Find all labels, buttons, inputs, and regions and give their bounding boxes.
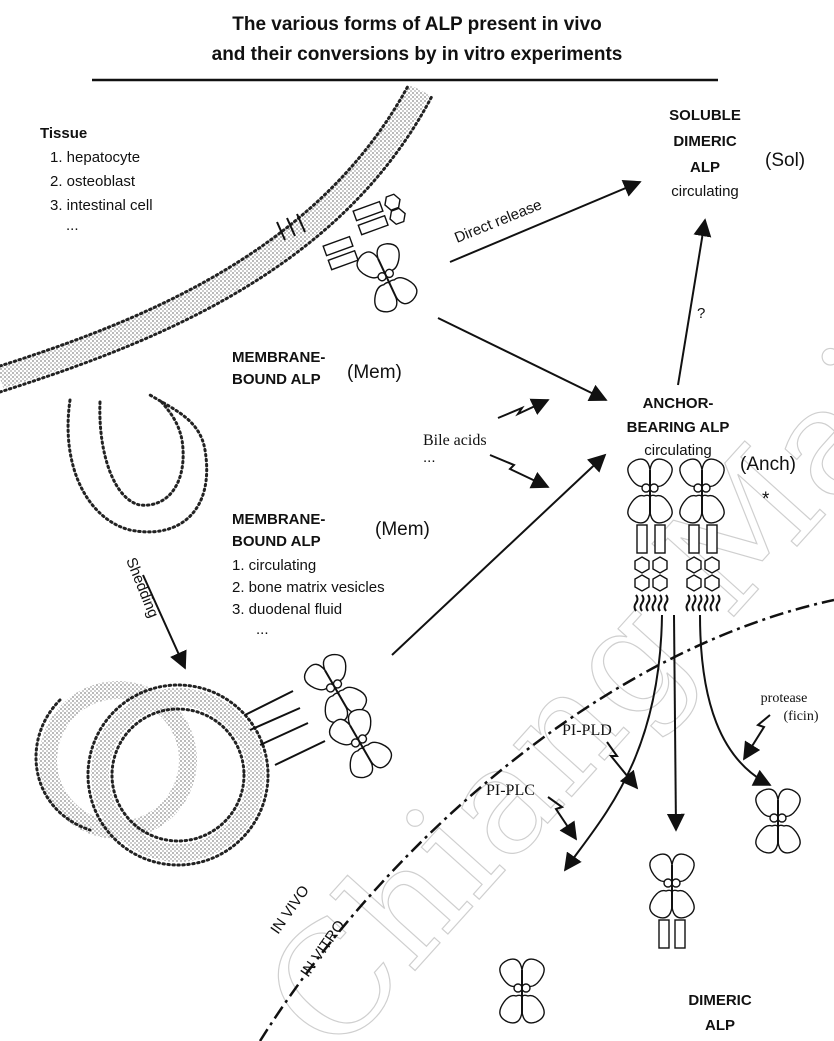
tissue-item-2: 2. osteoblast — [50, 173, 136, 190]
dimeric-alp-glyph-plc — [500, 959, 544, 1023]
mem-bottom-item-3: 3. duodenal fluid — [232, 601, 342, 618]
dimeric-line-1: DIMERIC — [688, 992, 752, 1009]
ficin-label: (ficin) — [784, 709, 819, 724]
protease-label: protease — [761, 691, 808, 706]
tissue-item-more: ... — [66, 217, 79, 234]
sol-line-4: circulating — [671, 183, 739, 200]
title-line-1: The various forms of ALP present in vivo — [232, 14, 602, 35]
tissue-item-3: 3. intestinal cell — [50, 197, 153, 214]
mem-top-line-2: BOUND ALP — [232, 371, 321, 388]
mem-to-anch-arrow — [438, 318, 606, 400]
sol-line-1: SOLUBLE — [669, 107, 741, 124]
bile-acid-lightning-down — [490, 455, 548, 487]
mem-top-line-1: MEMBRANE- — [232, 349, 325, 366]
sol-line-3: ALP — [690, 159, 720, 176]
mem-bottom-item-more: ... — [256, 621, 269, 638]
tissue-heading: Tissue — [40, 125, 87, 142]
tissue-item-1: 1. hepatocyte — [50, 149, 140, 166]
anch-asterisk: * — [762, 489, 770, 510]
mem-bottom-item-2: 2. bone matrix vesicles — [232, 579, 385, 596]
dimeric-alp-glyph-ficin — [756, 789, 800, 853]
membrane-bound-alp-top-glyph — [277, 193, 421, 316]
dimeric-alp-glyph-pld — [650, 854, 694, 948]
question-label: ? — [697, 305, 705, 322]
pi-plc-label: PI-PLC — [486, 782, 535, 799]
shedding-label: Shedding — [122, 555, 162, 620]
bile-acids-label: Bile acids — [423, 432, 487, 449]
anch-abbr: (Anch) — [740, 454, 796, 475]
shed-vesicle — [36, 685, 268, 865]
pi-pld-label: PI-PLD — [562, 722, 612, 739]
protease-lightning — [744, 715, 770, 759]
sol-line-2: DIMERIC — [673, 133, 737, 150]
mem-bottom-line-1: MEMBRANE- — [232, 511, 325, 528]
bile-acids-more: ... — [423, 449, 436, 466]
mem-top-abbr: (Mem) — [347, 362, 402, 383]
anch-line-3: circulating — [644, 442, 712, 459]
mem-bottom-item-1: 1. circulating — [232, 557, 316, 574]
sol-abbr: (Sol) — [765, 150, 805, 171]
mem-bottom-abbr: (Mem) — [375, 519, 430, 540]
mem-bottom-line-2: BOUND ALP — [232, 533, 321, 550]
dimeric-line-2: ALP — [705, 1017, 735, 1034]
anch-line-2: BEARING ALP — [627, 419, 730, 436]
anch-line-1: ANCHOR- — [643, 395, 714, 412]
direct-release-label: Direct release — [452, 196, 544, 246]
anch-to-sol-arrow — [678, 220, 705, 385]
title-line-2: and their conversions by in vitro experi… — [212, 44, 623, 65]
bile-acid-lightning-up — [498, 400, 548, 418]
